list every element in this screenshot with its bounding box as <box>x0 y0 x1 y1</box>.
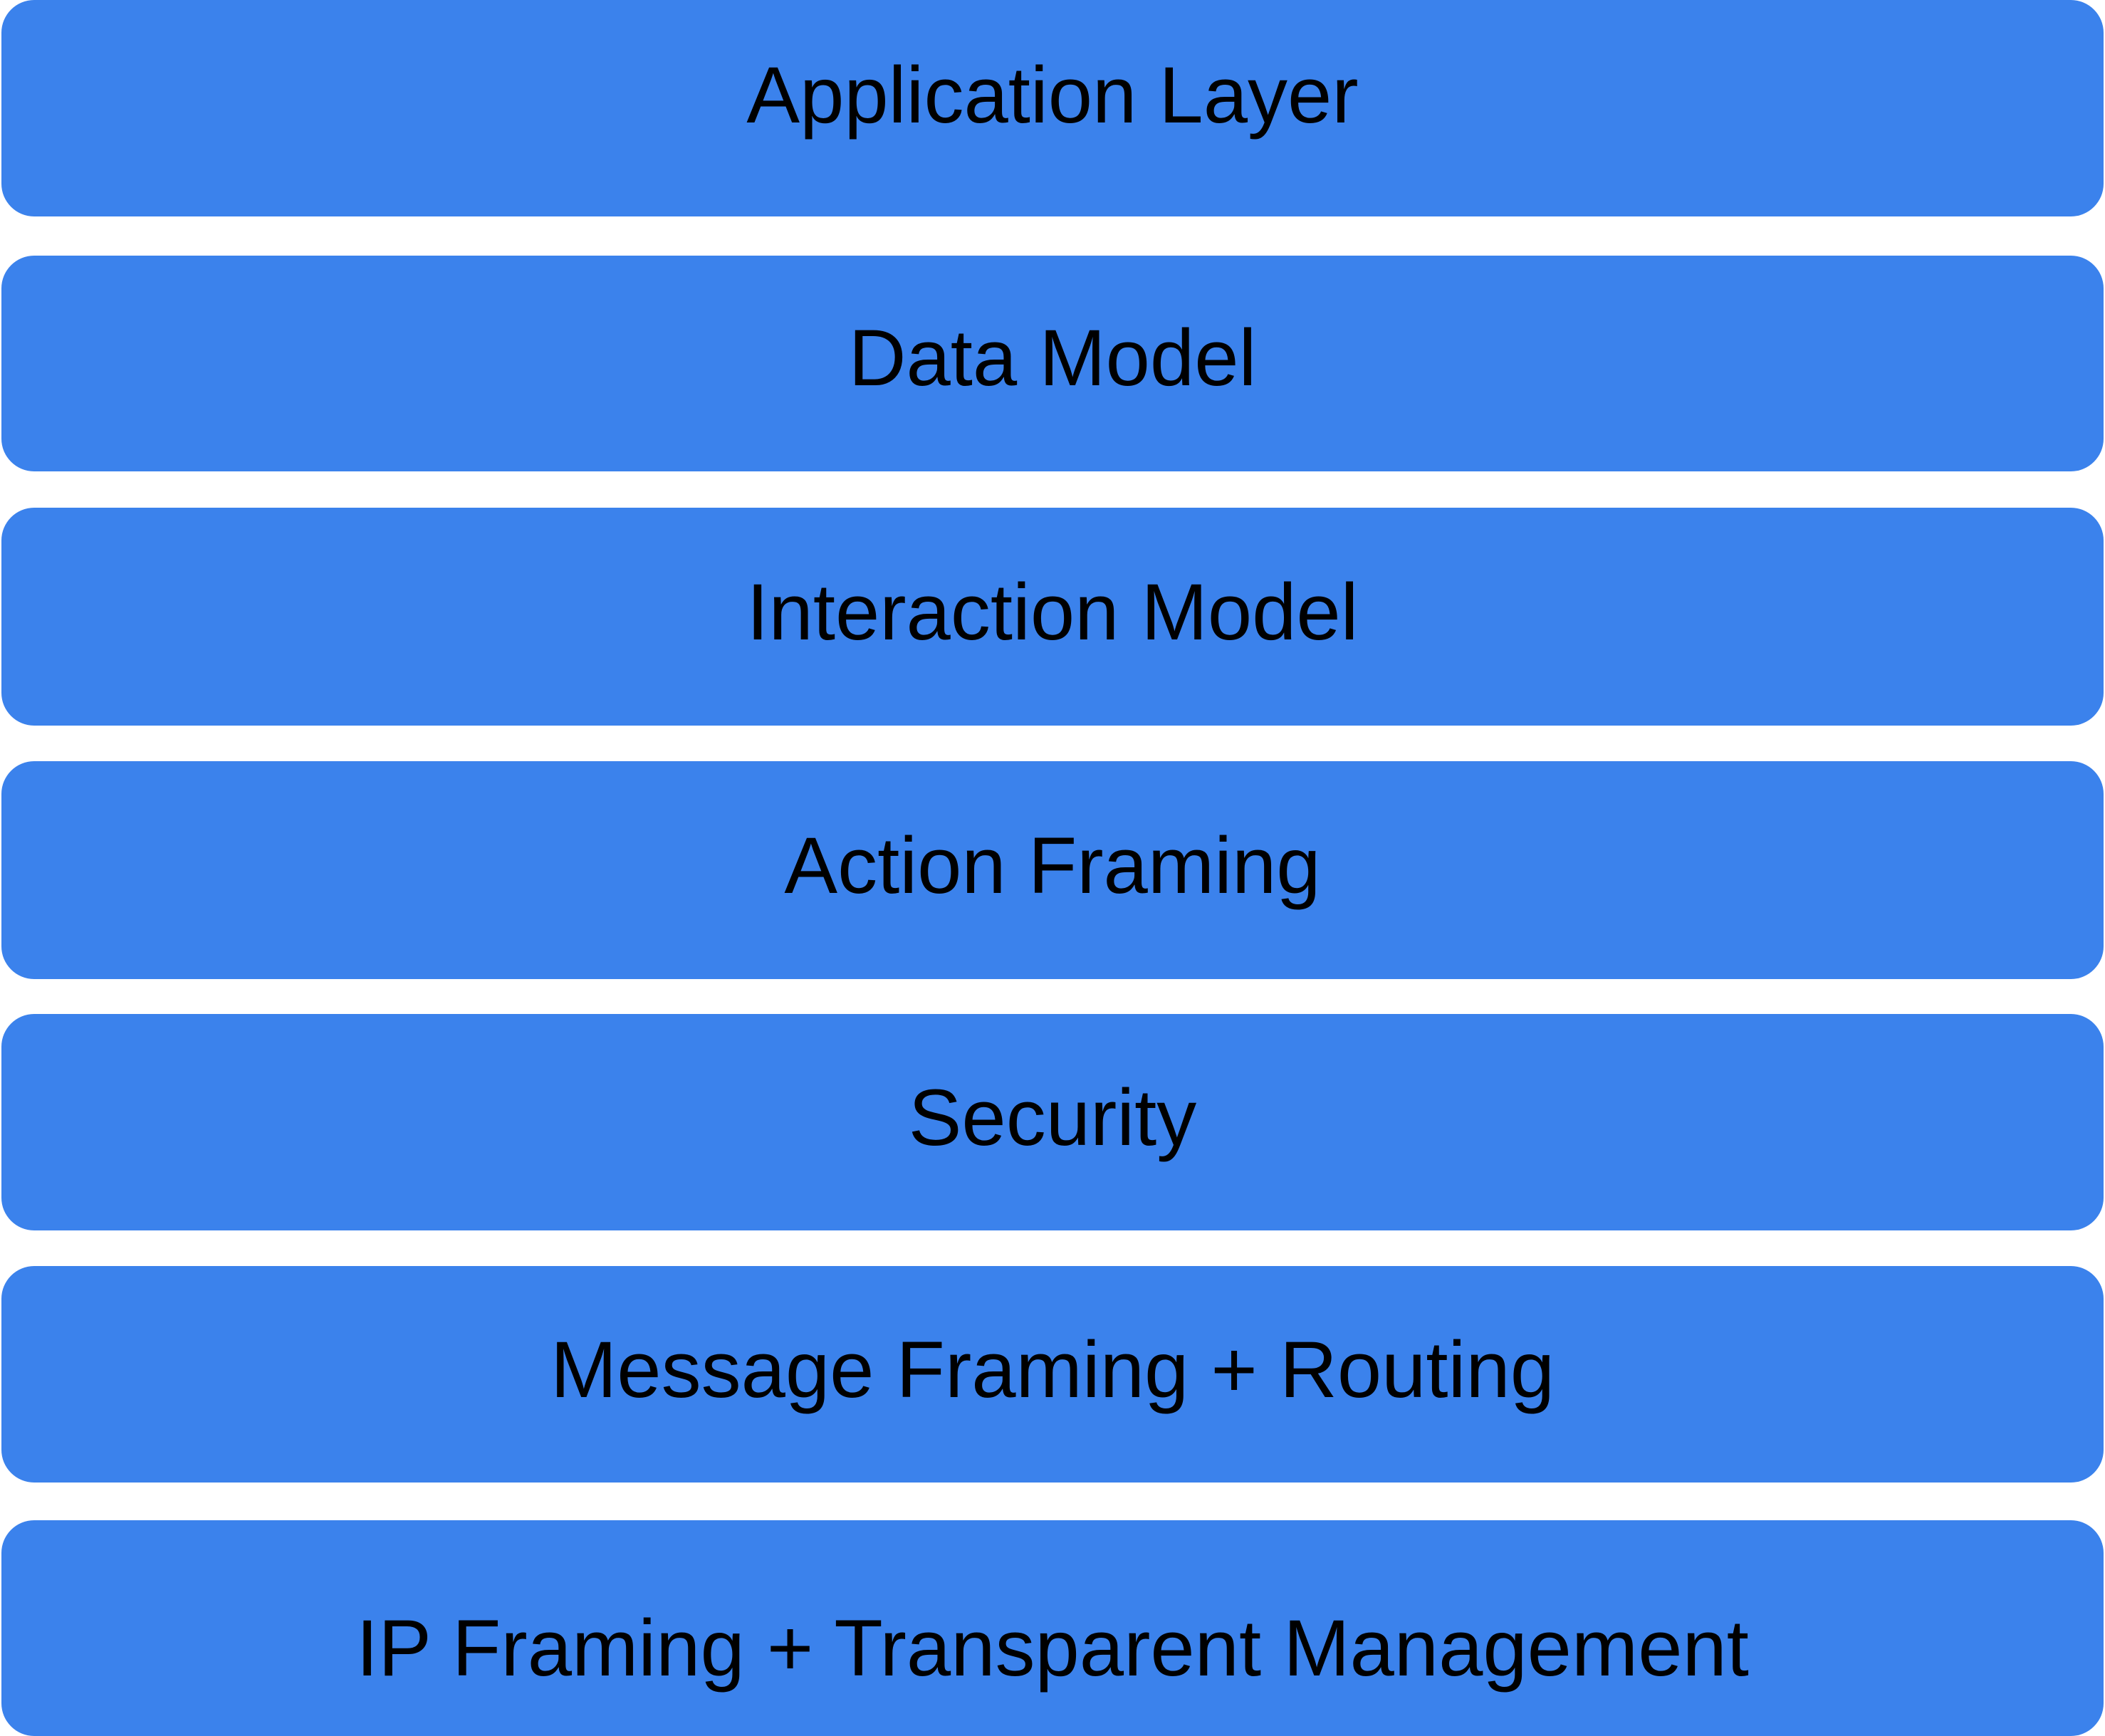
stack-layer-label: Data Model <box>848 313 1257 402</box>
stack-layer-label: IP Framing + Transparent Management <box>356 1603 1749 1693</box>
stack-layer-ip-framing-transparent-management[interactable]: IP Framing + Transparent Management <box>1 1520 2104 1736</box>
stack-layer-label: Action Framing <box>784 821 1321 910</box>
stack-layer-data-model[interactable]: Data Model <box>1 256 2104 471</box>
stack-layer-label: Interaction Model <box>746 568 1359 657</box>
stack-layer-interaction-model[interactable]: Interaction Model <box>1 508 2104 726</box>
stack-layer-label: Application Layer <box>746 51 1359 140</box>
stack-layer-security[interactable]: Security <box>1 1014 2104 1230</box>
stack-layer-message-framing-routing[interactable]: Message Framing + Routing <box>1 1266 2104 1483</box>
stack-layer-label: Message Framing + Routing <box>550 1325 1555 1414</box>
stack-layer-label: Security <box>908 1073 1197 1162</box>
stack-layer-application-layer[interactable]: Application Layer <box>1 0 2104 216</box>
stack-layer-action-framing[interactable]: Action Framing <box>1 761 2104 979</box>
